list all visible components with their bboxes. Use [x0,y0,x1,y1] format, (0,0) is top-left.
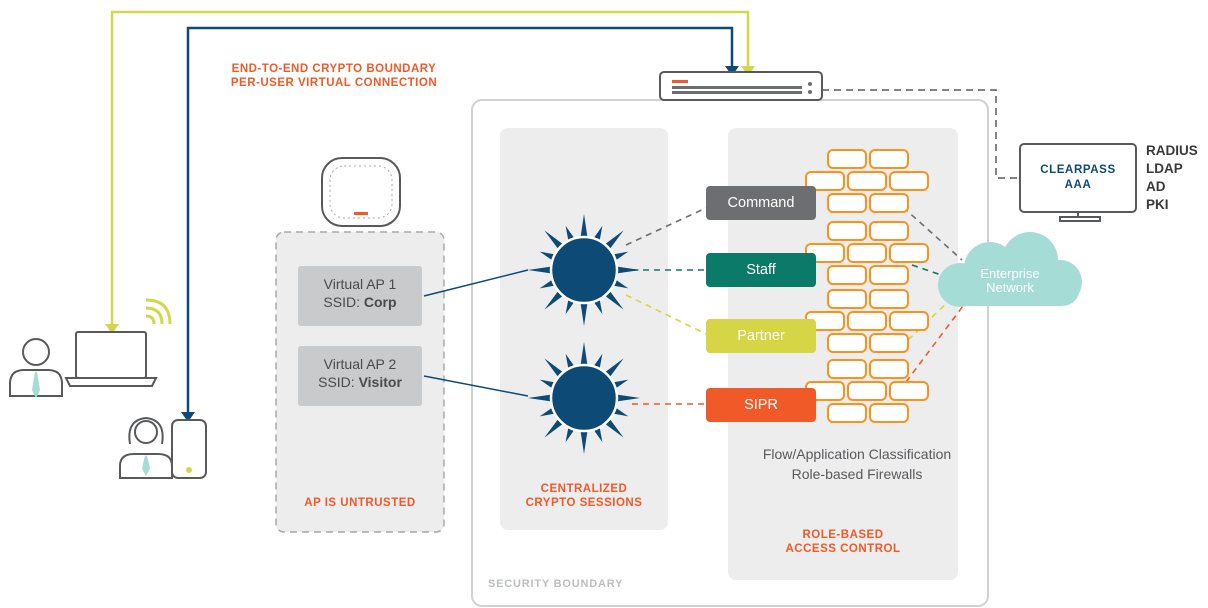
virtual-ap-2-ssid: SSID: Visitor [318,374,402,390]
crypto-sessions-label: CENTRALIZED CRYPTO SESSIONS [500,482,668,510]
sun-ray [580,299,588,326]
firewall-brick [889,381,929,401]
firewall-brick [805,171,845,191]
rbac-label: ROLE-BASED ACCESS CONTROL [728,528,958,556]
firewall-brick [827,221,867,241]
switch-to-clearpass-line [822,89,1020,179]
auth-method-ad: AD [1146,179,1166,194]
phone-user-icon [119,416,207,479]
sun-ray [580,427,588,454]
sun-ray [528,266,555,274]
crypto-sun-icon [528,214,640,326]
firewall-brick [847,243,887,263]
virtual-ap-2: Virtual AP 2 SSID: Visitor [298,346,422,406]
firewall-brick [827,265,867,285]
virtual-ap-1-ssid: SSID: Corp [323,294,397,310]
firewall-brick [847,381,887,401]
firewall-brick [869,333,909,353]
access-point-icon [321,157,401,227]
virtual-ap-2-name: Virtual AP 2 [323,356,397,372]
virtual-ap-1-name: Virtual AP 1 [323,276,397,292]
firewall-brick [847,171,887,191]
clearpass-line2: AAA [1064,179,1092,191]
crypto-boundary-line1: END-TO-END CRYPTO BOUNDARY [231,63,437,75]
rbac-line2: ACCESS CONTROL [785,543,901,555]
classification-line2: Role-based Firewalls [791,466,923,482]
crypto-sessions-line2: CRYPTO SESSIONS [525,497,643,509]
firewall-icon [805,149,929,213]
role-command: Command [706,186,816,220]
firewall-brick [827,289,867,309]
enterprise-network-line1: Enterprise [980,266,1040,281]
clearpass-monitor-icon [1019,143,1137,222]
sun-ray [580,342,588,369]
navy-arrowhead [181,412,195,422]
firewall-brick [827,333,867,353]
security-boundary-label: SECURITY BOUNDARY [488,578,624,590]
navy-connection [186,26,734,416]
firewall-brick [869,359,909,379]
laptop-user-icon [9,331,158,399]
lime-connection [110,10,750,328]
firewall-brick [889,311,929,331]
firewall-brick [889,243,929,263]
firewall-brick [827,403,867,423]
role-sipr: SIPR [706,388,816,422]
rbac-line1: ROLE-BASED [802,529,884,541]
firewall-brick [869,403,909,423]
role-staff: Staff [706,253,816,287]
classification-label: Flow/Application Classification Role-bas… [728,444,986,484]
sun-ray [613,266,640,274]
firewall-brick [869,193,909,213]
switch-icon [659,71,823,101]
firewall-icon [805,359,929,423]
sun-ray [580,214,588,241]
firewall-brick [869,221,909,241]
firewall-brick [827,193,867,213]
crypto-sessions-panel [500,128,668,530]
auth-method-radius: RADIUS [1146,143,1198,158]
firewall-brick [869,265,909,285]
virtual-ap-1: Virtual AP 1 SSID: Corp [298,266,422,326]
firewall-brick [827,149,867,169]
role-partner: Partner [706,319,816,353]
auth-method-ldap: LDAP [1146,161,1183,176]
sun-ray [613,394,640,402]
clearpass-line1: CLEARPASS [1040,164,1116,176]
enterprise-network-line2: Network [986,280,1034,295]
lime-arrowhead [105,324,119,334]
crypto-sun-icon [528,342,640,454]
firewall-brick [889,171,929,191]
crypto-sessions-line1: CENTRALIZED [540,483,628,495]
sun-ray [528,394,555,402]
enterprise-cloud-icon [938,232,1082,307]
crypto-boundary-line2: PER-USER VIRTUAL CONNECTION [230,77,438,89]
crypto-boundary-label: END-TO-END CRYPTO BOUNDARY PER-USER VIRT… [210,62,458,90]
auth-methods-list: RADIUS LDAP AD PKI [1146,142,1198,214]
classification-line1: Flow/Application Classification [762,446,952,462]
auth-method-pki: PKI [1146,197,1169,212]
enterprise-network-label: Enterprise Network [936,267,1084,295]
ap-untrusted-label: AP IS UNTRUSTED [304,497,416,509]
tunnel-lines [423,269,529,397]
firewall-brick [847,311,887,331]
wifi-signal-icon [145,298,172,325]
clearpass-label: CLEARPASS AAA [1020,163,1136,193]
firewall-brick [827,359,867,379]
firewall-brick [869,149,909,169]
firewall-brick [869,289,909,309]
